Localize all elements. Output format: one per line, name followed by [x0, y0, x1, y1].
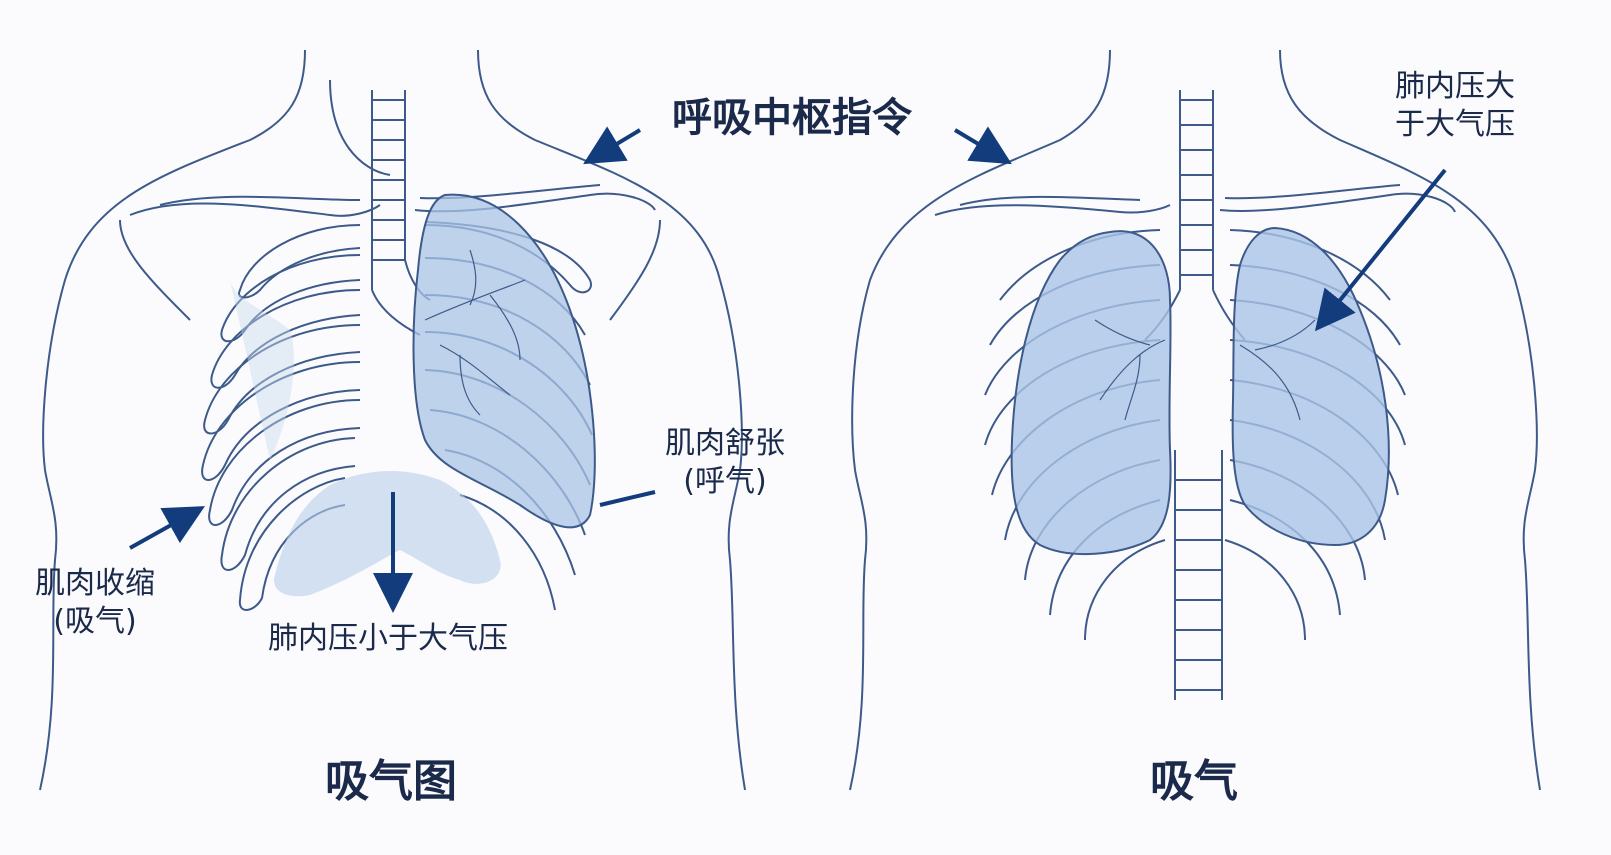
left-caption: 吸气图 — [325, 756, 457, 807]
left-muscle-relax-line1: 肌肉舒张 — [665, 426, 785, 461]
right-figure-left-lung — [1010, 230, 1172, 555]
right-figure — [849, 49, 1541, 791]
right-pressure-line1: 肺内压大 — [1395, 69, 1515, 104]
top-label: 呼吸中枢指令 — [672, 95, 912, 141]
right-pressure-label: 肺内压大 于大气压 — [1375, 68, 1535, 144]
left-figure — [39, 49, 746, 791]
left-lung-bronchi — [424, 249, 526, 416]
left-pressure-label: 肺内压小于大气压 — [268, 621, 508, 656]
left-muscle-relax-label: 肌肉舒张 (呼气) — [645, 425, 805, 501]
left-muscle-contract-label: 肌肉收缩 (吸气) — [15, 565, 175, 641]
left-muscle-relax-line2: (呼气) — [683, 464, 767, 499]
right-pressure-line2: 于大气压 — [1395, 107, 1515, 142]
left-muscle-contract-line2: (吸气) — [53, 604, 137, 639]
right-spine — [1174, 450, 1223, 700]
right-lung-bronchi — [1094, 319, 1316, 421]
left-diaphragm — [274, 470, 501, 597]
left-muscle-contract-line1: 肌肉收缩 — [35, 566, 155, 601]
arrow-to-right-neck — [953, 126, 1012, 165]
line-muscle-relax — [599, 490, 656, 507]
right-caption: 吸气 — [1150, 756, 1238, 807]
arrow-muscle-contract — [129, 506, 205, 550]
left-figure-lung — [412, 193, 596, 529]
left-body-outline — [39, 49, 306, 791]
arrows — [129, 126, 1447, 613]
arrow-to-left-neck — [583, 126, 642, 165]
arrow-right-lung-pressure — [1314, 168, 1447, 332]
left-trachea — [371, 90, 431, 336]
